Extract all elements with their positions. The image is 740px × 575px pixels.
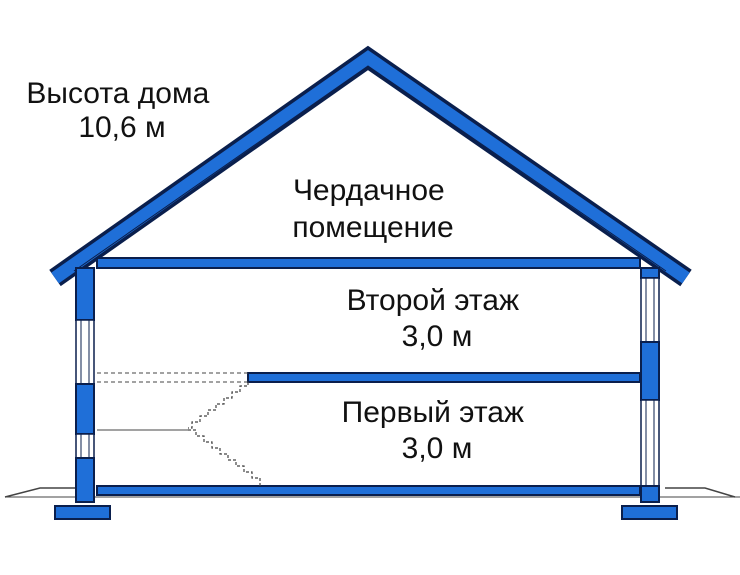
house-height-title: Высота дома [26,77,209,110]
first-floor-slab [96,485,641,496]
attic-label: Чердачное помещение [292,174,453,244]
second-floor-title: Второй этаж [347,284,519,317]
left-foundation [54,505,111,520]
second-floor-slab [247,372,641,383]
house-height-label: Высота дома 10,6 м [26,77,217,144]
roof [49,45,692,287]
staircase [97,382,261,486]
right-foundation [621,505,678,520]
left-wall [75,267,95,503]
second-floor-label: Второй этаж 3,0 м [347,284,528,353]
first-floor-label: Первый этаж 3,0 м [342,396,533,465]
stair-opening-dashed-lines [97,372,248,383]
attic-label-line1: Чердачное [293,174,445,207]
second-floor-height: 3,0 м [402,320,473,353]
house-height-value: 10,6 м [78,111,165,144]
attic-label-line2: помещение [292,211,453,244]
ground-line [4,487,740,498]
right-wall [640,267,660,503]
first-floor-title: Первый этаж [342,396,524,429]
first-floor-height: 3,0 м [402,432,473,465]
attic-floor-slab [96,257,641,269]
